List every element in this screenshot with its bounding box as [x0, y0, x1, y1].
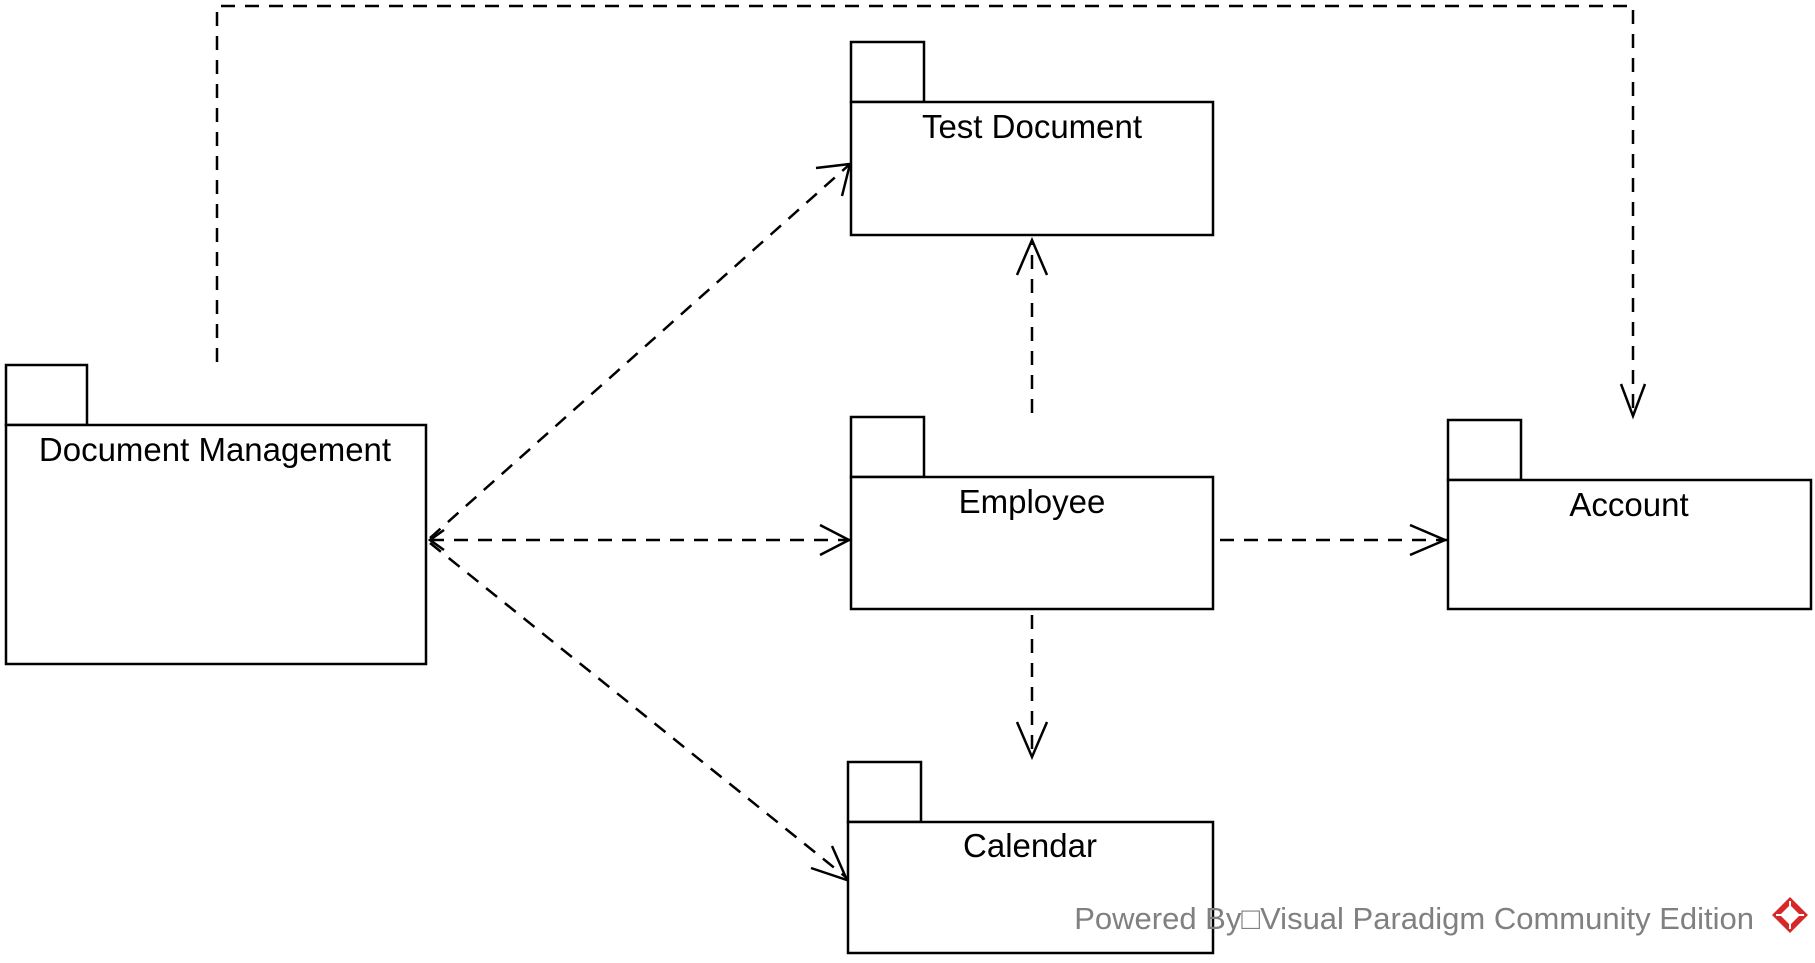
arrowhead-testdoc-bottom — [1015, 236, 1049, 276]
arrowhead-account-top — [1619, 383, 1647, 420]
package-body — [4, 423, 428, 666]
package-tab — [849, 415, 926, 479]
package-test-document[interactable]: Test Document — [849, 40, 1215, 237]
package-tab — [1446, 418, 1523, 482]
arrowhead-account-left — [1409, 523, 1449, 557]
package-label: Test Document — [922, 108, 1142, 145]
arrowhead-employee-left — [819, 523, 852, 557]
package-body — [1446, 478, 1813, 611]
package-body — [849, 100, 1215, 237]
package-document-management[interactable]: Document Management — [4, 363, 428, 666]
dependency-lines — [215, 4, 1635, 879]
dependency-docmgmt-to-testdoc[interactable] — [429, 163, 851, 539]
package-label: Employee — [959, 483, 1106, 520]
watermark: Powered By□Visual Paradigm Community Edi… — [1074, 897, 1808, 936]
visual-paradigm-logo-icon — [1772, 897, 1808, 933]
package-calendar[interactable]: Calendar — [846, 760, 1215, 955]
package-label: Document Management — [39, 431, 391, 468]
package-tab — [4, 363, 89, 427]
package-employee[interactable]: Employee — [849, 415, 1215, 611]
package-body — [849, 475, 1215, 611]
package-body — [846, 820, 1215, 955]
package-tab — [849, 40, 926, 104]
arrowheads — [427, 162, 1647, 883]
watermark-text: Powered By□Visual Paradigm Community Edi… — [1074, 901, 1754, 936]
package-label: Account — [1569, 486, 1688, 523]
package-label: Calendar — [963, 827, 1097, 864]
dependency-docmgmt-to-calendar[interactable] — [429, 542, 848, 879]
arrowhead-docmgmt-right — [427, 528, 445, 552]
package-tab — [846, 760, 923, 824]
arrowhead-calendar-top — [1015, 721, 1049, 761]
dependency-docmgmt-to-account[interactable] — [215, 4, 1635, 414]
package-account[interactable]: Account — [1446, 418, 1813, 611]
